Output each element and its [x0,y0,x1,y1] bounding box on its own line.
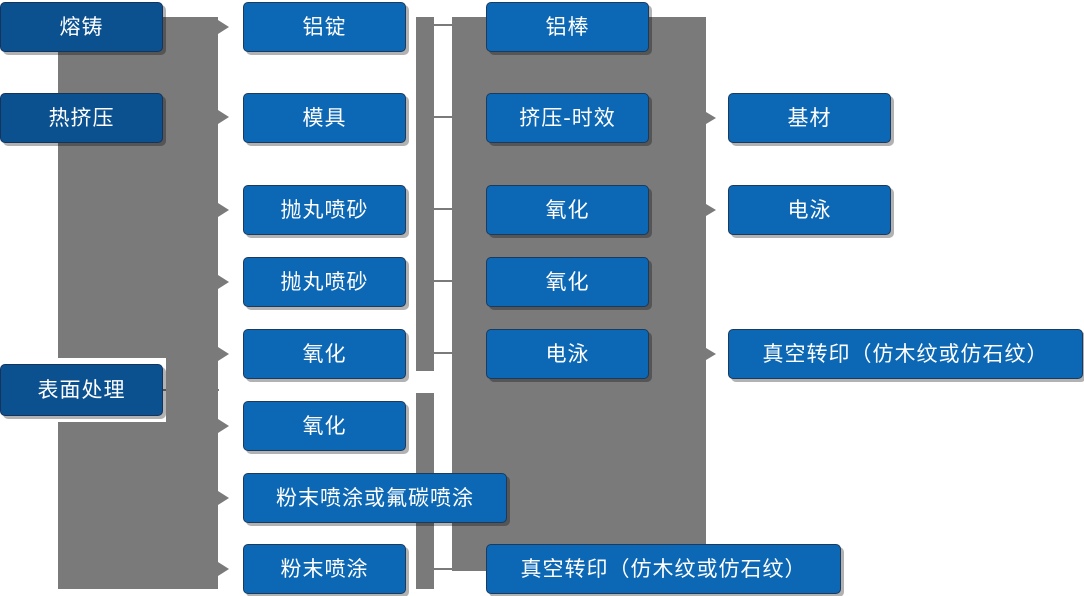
arrow-to-shot-blasting-1 [218,203,229,217]
arrow-to-substrate [706,112,716,124]
stage-surface-treatment[interactable]: 表面处理 [0,364,163,416]
col3-vacuum-transfer-printing[interactable]: 真空转印（仿木纹或仿石纹） [486,544,841,594]
arrow-to-mold [218,110,229,124]
arrow-to-electrophoresis-col4 [706,204,716,216]
col2-powder-coating-label: 粉末喷涂 [280,556,369,581]
col4-substrate-label: 基材 [787,105,832,130]
col2-shot-blasting-2[interactable]: 抛丸喷砂 [243,257,406,307]
arrow-to-powder-or-fluorocarbon [218,491,229,505]
arrow-to-oxidation-col2-2 [218,419,229,433]
col3-aluminum-bar[interactable]: 铝棒 [486,2,649,52]
col2-oxidation-1[interactable]: 氧化 [243,329,406,379]
arrow-to-shot-blasting-2 [218,275,229,289]
col2-shot-blasting-1-label: 抛丸喷砂 [280,197,369,222]
col2-powder-or-fluorocarbon-coating-label: 粉末喷涂或氟碳喷涂 [276,485,474,510]
rail-tick-5 [434,352,458,354]
col2-powder-or-fluorocarbon-coating[interactable]: 粉末喷涂或氟碳喷涂 [243,473,507,523]
col2-oxidation-1-label: 氧化 [302,341,347,366]
col3-oxidation-1-label: 氧化 [545,197,590,222]
arrow-to-vacuum-transfer-col4 [706,348,716,360]
col2-powder-coating[interactable]: 粉末喷涂 [243,544,406,594]
arrow-melt-cast-to-hot-extrusion [68,76,82,85]
rail-tick-2 [434,116,458,118]
connector-line-surface-treatment [163,389,219,391]
stage-surface-treatment-label: 表面处理 [37,377,126,402]
stage-hot-extrusion[interactable]: 热挤压 [0,93,163,143]
col2-mold-label: 模具 [302,105,347,130]
col2-oxidation-2-label: 氧化 [302,413,347,438]
col3-extrusion-aging-label: 挤压-时效 [519,105,616,130]
stage-hot-extrusion-label: 热挤压 [48,105,115,130]
rail-tick-1 [434,24,458,26]
stage-melt-cast[interactable]: 熔铸 [0,2,163,52]
col4-vacuum-transfer-printing-label: 真空转印（仿木纹或仿石纹） [762,341,1049,366]
col3-oxidation-2[interactable]: 氧化 [486,257,649,307]
col2-shot-blasting-2-label: 抛丸喷砂 [280,269,369,294]
arrow-to-oxidation-col2-1 [218,347,229,361]
col2-oxidation-2[interactable]: 氧化 [243,401,406,451]
col4-vacuum-transfer-printing[interactable]: 真空转印（仿木纹或仿石纹） [728,329,1083,379]
col4-electrophoresis-label: 电泳 [787,197,832,222]
col4-substrate[interactable]: 基材 [728,93,891,143]
arrow-hot-extrusion-to-surface-treatment [68,344,82,353]
col3-oxidation-2-label: 氧化 [545,269,590,294]
col3-electrophoresis[interactable]: 电泳 [486,329,649,379]
connector-rail-gap [416,371,434,393]
col2-mold[interactable]: 模具 [243,93,406,143]
rail-tick-4 [434,280,458,282]
col2-aluminum-ingot-label: 铝锭 [302,14,347,39]
arrow-to-aluminum-ingot [218,20,229,34]
col3-vacuum-transfer-printing-label: 真空转印（仿木纹或仿石纹） [520,556,807,581]
col4-electrophoresis[interactable]: 电泳 [728,185,891,235]
col3-aluminum-bar-label: 铝棒 [545,14,590,39]
col2-aluminum-ingot[interactable]: 铝锭 [243,2,406,52]
rail-tick-6 [434,568,458,570]
col3-electrophoresis-label: 电泳 [545,341,590,366]
rail-tick-3 [434,208,458,210]
col2-shot-blasting-1[interactable]: 抛丸喷砂 [243,185,406,235]
arrow-to-powder-coating [218,562,229,576]
col3-extrusion-aging[interactable]: 挤压-时效 [486,93,649,143]
connector-rail-col2-to-col3 [416,17,434,589]
stage-melt-cast-label: 熔铸 [59,14,104,39]
col3-oxidation-1[interactable]: 氧化 [486,185,649,235]
